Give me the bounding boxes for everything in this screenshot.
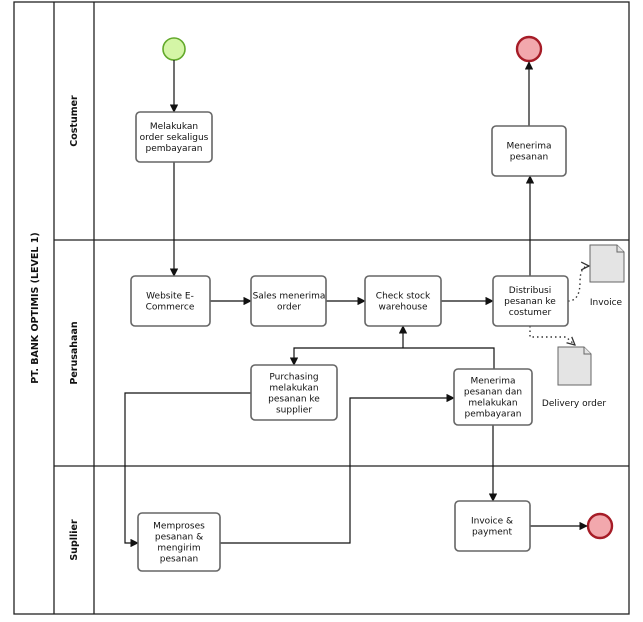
task-invoice-payment: Invoice &payment <box>454 500 531 552</box>
task-label-line: order <box>277 303 301 313</box>
task-label-line: Menerima <box>506 142 551 152</box>
task-label-line: pesanan <box>510 153 548 163</box>
task-label-line: Commerce <box>146 303 195 313</box>
task-label-line: Menerima <box>470 377 515 387</box>
lane-supplier-label: Supllier <box>69 519 80 561</box>
task-label-line: supplier <box>276 406 312 416</box>
task-label-line: pesanan ke <box>268 395 320 405</box>
flow-purchasing-to-memproses <box>124 392 251 548</box>
lane-perusahaan-label: Perusahaan <box>69 321 80 385</box>
task-label-line: Invoice & <box>471 517 513 527</box>
task-label-line: Purchasing <box>269 373 318 383</box>
task-label-line: Distribusi <box>509 286 551 296</box>
task-label-line: payment <box>472 528 513 538</box>
delivery-order-label: Delivery order <box>542 399 607 409</box>
task-label-line: Sales menerima <box>253 292 326 302</box>
task-label-line: pesanan <box>160 555 198 565</box>
delivery-order-document-icon <box>557 346 592 386</box>
task-label-line: melakukan <box>468 399 517 409</box>
invoice-document-label: Invoice <box>590 298 623 308</box>
invoice-document-icon <box>589 244 625 283</box>
association-delivery-order <box>529 326 575 345</box>
task-label-line: Melakukan <box>150 122 198 132</box>
task-label-line: pesanan & <box>155 533 203 543</box>
task-website-ecommerce: Website E-Commerce <box>130 275 211 327</box>
task-label-line: pesanan dan <box>464 388 522 398</box>
task-label-line: melakukan <box>269 384 318 394</box>
task-label-line: Check stock <box>376 292 431 302</box>
task-label-line: warehouse <box>378 303 428 313</box>
task-label-line: Memproses <box>153 522 205 532</box>
pool-title: PT. BANK OPTIMIS (LEVEL 1) <box>30 232 41 383</box>
invoice-document-fold <box>616 245 624 253</box>
delivery-order-document-fold <box>583 347 591 355</box>
end-event-supplier <box>586 512 614 540</box>
association-invoice <box>567 266 589 302</box>
task-label-line: pembayaran <box>464 410 521 420</box>
task-label-line: Website E- <box>146 292 194 302</box>
end-event-costumer <box>515 35 543 63</box>
flow-memproses-to-menerima <box>220 393 455 544</box>
task-label-line: order sekaligus <box>140 133 209 143</box>
task-label-line: costumer <box>509 308 552 318</box>
task-label-line: pesanan ke <box>504 297 556 307</box>
task-label-line: mengirim <box>157 544 200 554</box>
start-event <box>162 37 186 61</box>
flow-stock-branch-to-purchasing <box>289 347 495 370</box>
lane-costumer-label: Costumer <box>69 95 80 147</box>
task-label-line: pembayaran <box>145 144 202 154</box>
